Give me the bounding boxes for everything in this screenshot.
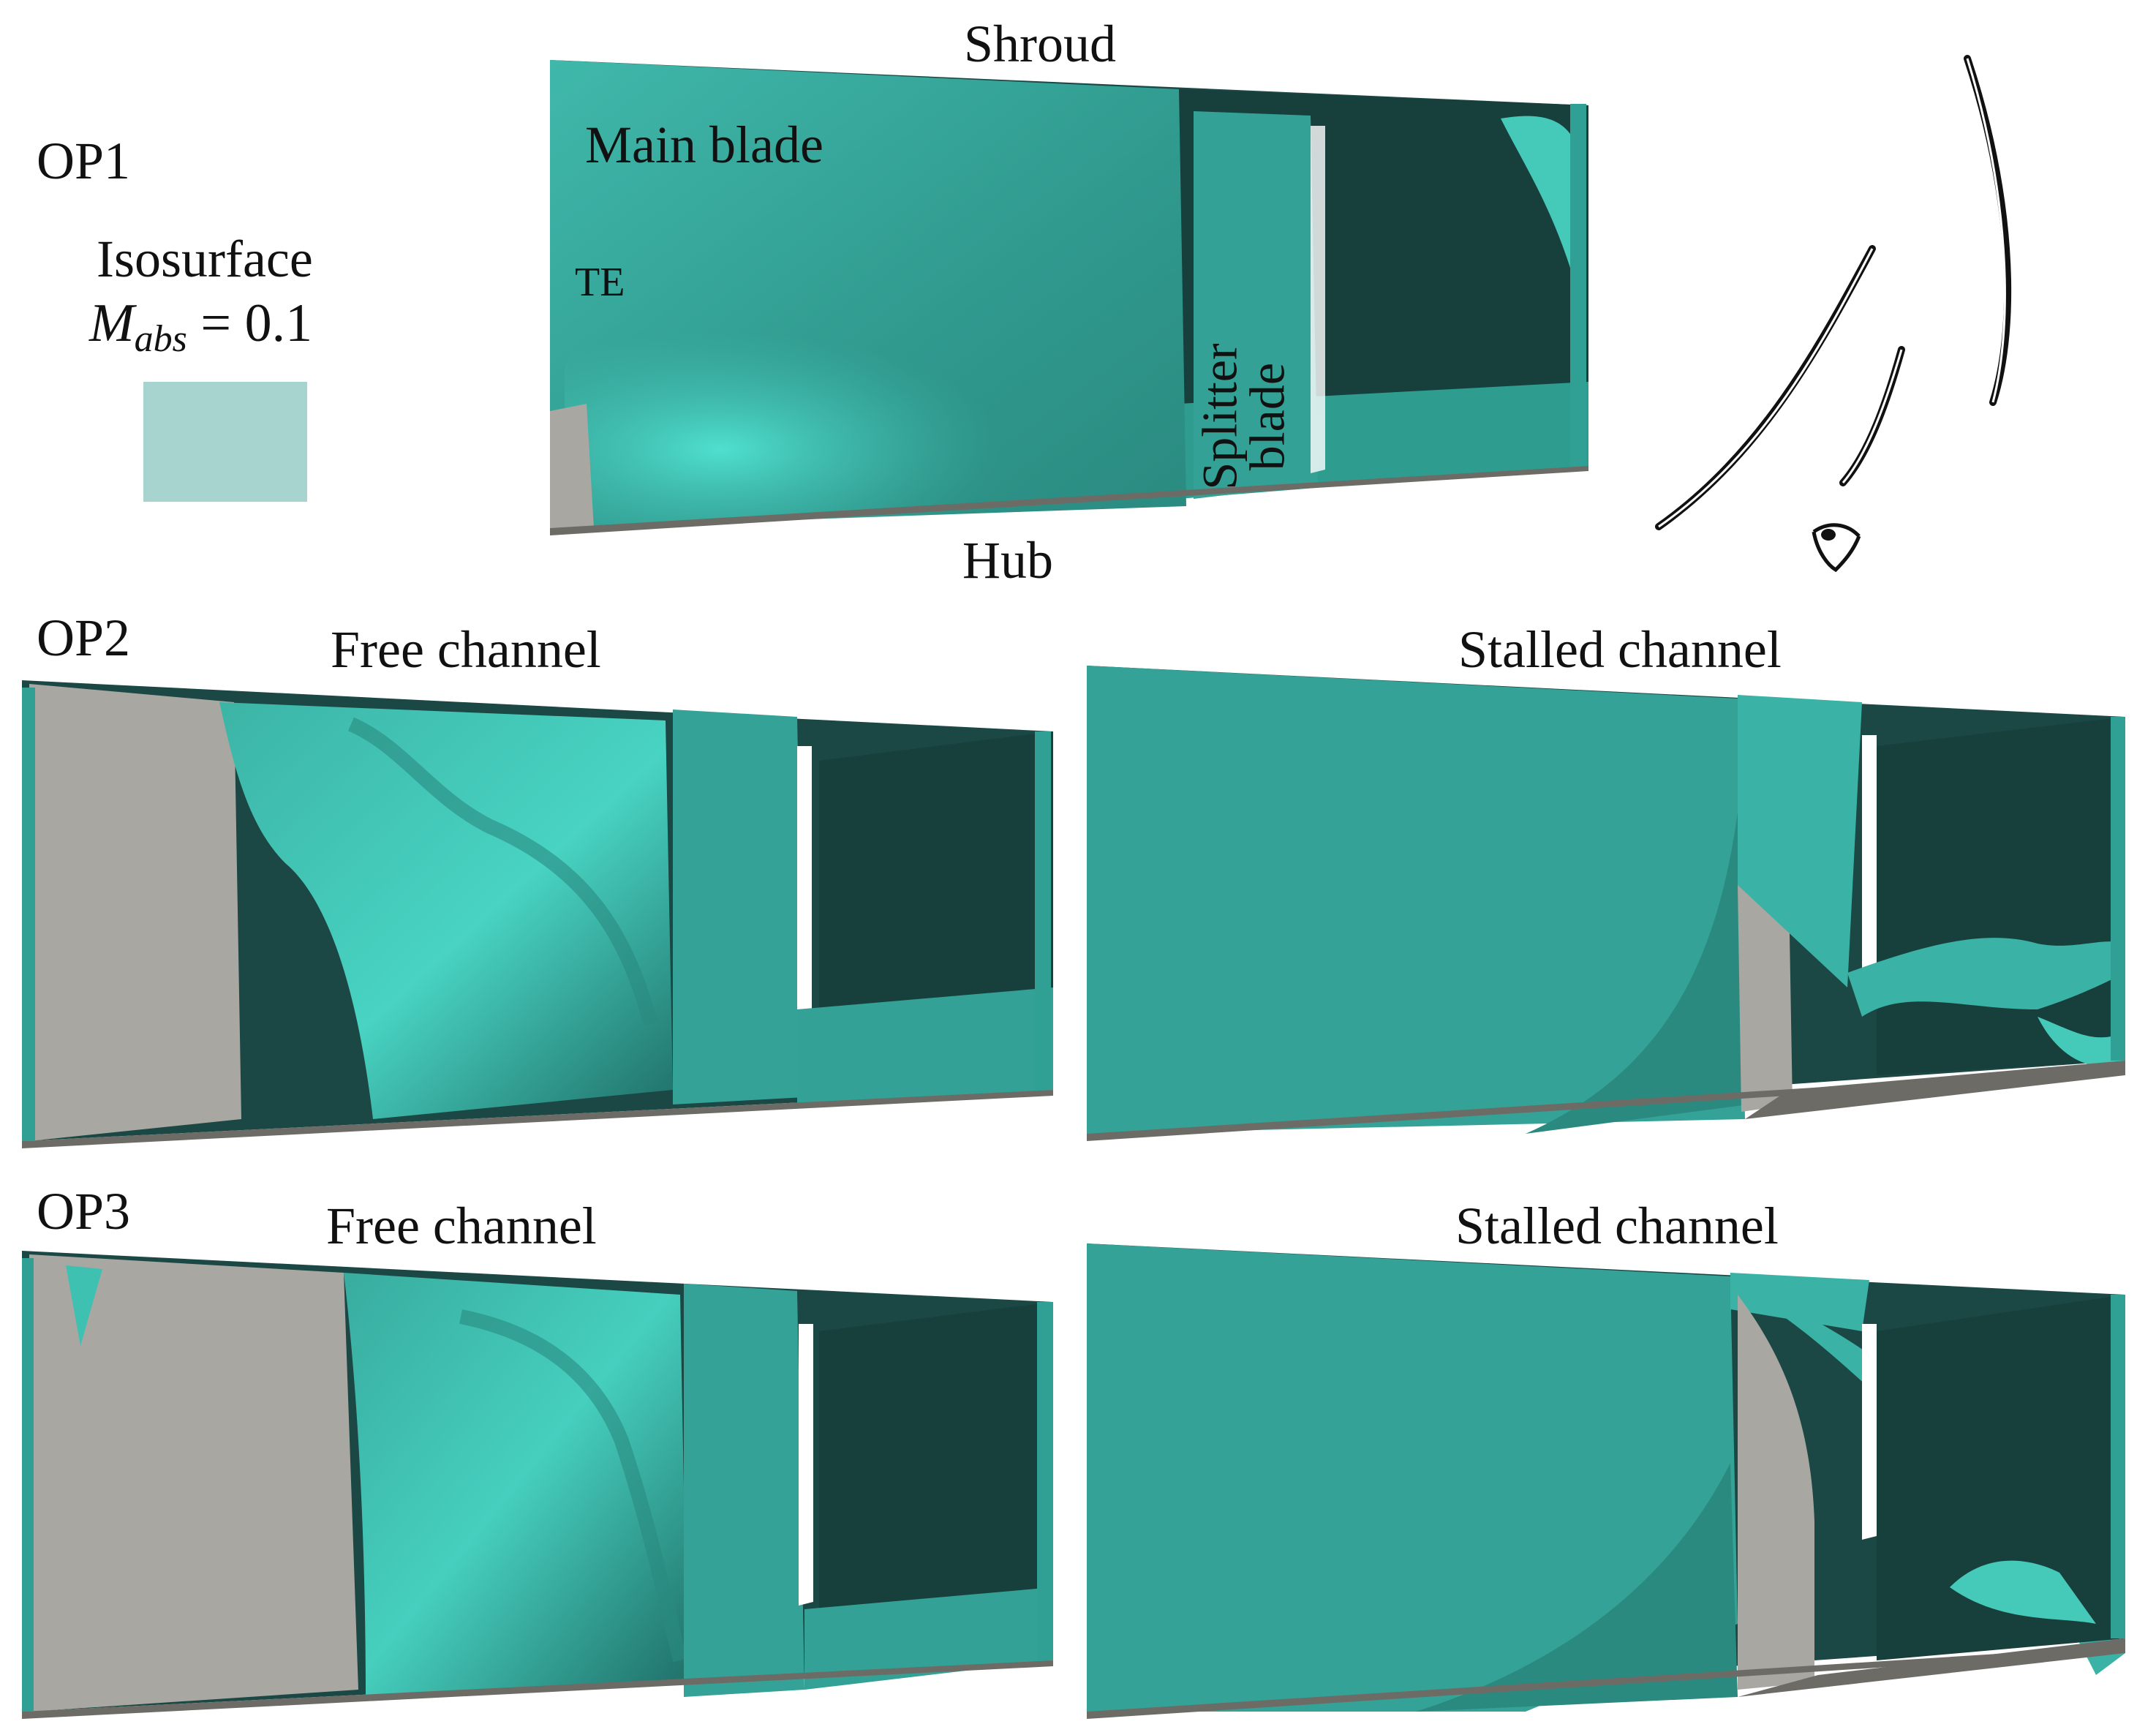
legend-equation: Mabs = 0.1 bbox=[89, 296, 312, 358]
op3-stalled-channel-title: Stalled channel bbox=[1455, 1197, 1779, 1255]
op2-free-channel-title: Free channel bbox=[331, 620, 601, 679]
op3-stalled-channel-panel bbox=[1087, 1243, 2140, 1719]
op2-label: OP2 bbox=[37, 609, 131, 667]
op1-isosurface-panel bbox=[550, 60, 1603, 535]
splitter-blade-inner bbox=[1842, 349, 1903, 483]
op3-label: OP3 bbox=[37, 1182, 131, 1241]
main-blade-inner bbox=[1658, 248, 1874, 528]
op3-free-channel-panel bbox=[22, 1251, 1075, 1726]
trailing-edge-label: TE bbox=[575, 260, 625, 305]
splitter-blade-curve bbox=[1839, 346, 1905, 486]
eye-icon bbox=[1812, 523, 1861, 573]
shroud-label: Shroud bbox=[964, 15, 1117, 73]
hub-label: Hub bbox=[962, 531, 1053, 590]
blade-arrangement-sketch bbox=[1631, 44, 2040, 585]
legend-symbol: M bbox=[89, 293, 135, 353]
splitter-blade-label: Splitter blade bbox=[1191, 343, 1294, 490]
legend-title: Isosurface bbox=[97, 230, 313, 288]
op2-stalled-channel-panel bbox=[1087, 666, 2140, 1141]
legend-value: = 0.1 bbox=[200, 293, 313, 353]
legend-swatch bbox=[143, 382, 307, 502]
long-blade-inner bbox=[1966, 58, 2006, 403]
main-blade-label: Main blade bbox=[585, 116, 823, 174]
op2-stalled-channel-title: Stalled channel bbox=[1458, 620, 1782, 679]
op1-label: OP1 bbox=[37, 132, 131, 190]
op2-free-channel-panel bbox=[22, 680, 1068, 1148]
legend-subscript: abs bbox=[134, 318, 187, 360]
op3-free-channel-title: Free channel bbox=[326, 1197, 597, 1255]
